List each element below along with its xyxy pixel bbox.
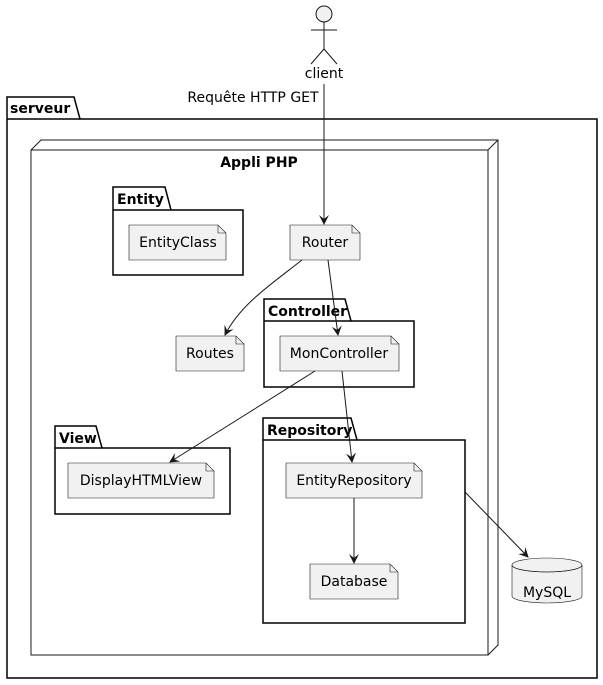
artifact-database[interactable]: Database — [309, 563, 399, 600]
edge-router-routes — [224, 259, 303, 336]
package-view-label: View — [59, 431, 97, 447]
package-view: View — [54, 425, 231, 515]
stick-figure-icon — [310, 5, 338, 65]
node-appli-php: Appli PHP — [30, 139, 499, 656]
artifact-entity-repository-label: EntityRepository — [296, 473, 411, 489]
node-appli-php-label: Appli PHP — [220, 155, 298, 171]
artifact-entity-class-label: EntityClass — [139, 235, 217, 251]
artifact-routes[interactable]: Routes — [175, 335, 245, 372]
client-actor: client — [305, 5, 344, 82]
package-controller-label: Controller — [268, 304, 347, 320]
package-serveur-label: serveur — [10, 101, 70, 117]
edge-router-controller — [327, 259, 342, 336]
artifact-entity-repository[interactable]: EntityRepository — [285, 462, 423, 499]
package-repository: Repository — [262, 417, 466, 624]
package-entity-label: Entity — [117, 192, 164, 208]
artifact-mon-controller[interactable]: MonController — [279, 335, 400, 372]
edge-repository-mysql — [464, 491, 529, 558]
edge-request-label: Requête HTTP GET — [187, 90, 319, 106]
artifact-router-label: Router — [302, 235, 349, 251]
artifact-router[interactable]: Router — [289, 224, 361, 261]
artifact-display-html-view[interactable]: DisplayHTMLView — [67, 462, 215, 499]
edges: Requête HTTP GET — [169, 84, 529, 564]
artifact-database-label: Database — [321, 574, 388, 590]
artifact-routes-label: Routes — [186, 346, 234, 362]
edge-controller-repository — [341, 370, 356, 463]
package-repository-label: Repository — [267, 423, 352, 439]
edge-controller-view — [169, 370, 316, 463]
database-mysql-label: MySQL — [523, 585, 571, 601]
client-label: client — [305, 66, 344, 82]
artifact-display-html-view-label: DisplayHTMLView — [80, 473, 202, 489]
artifact-mon-controller-label: MonController — [290, 346, 389, 362]
artifact-entity-class[interactable]: EntityClass — [128, 224, 227, 261]
database-mysql[interactable]: MySQL — [511, 557, 583, 604]
package-serveur: serveur — [6, 96, 598, 679]
package-entity: Entity — [112, 186, 244, 276]
